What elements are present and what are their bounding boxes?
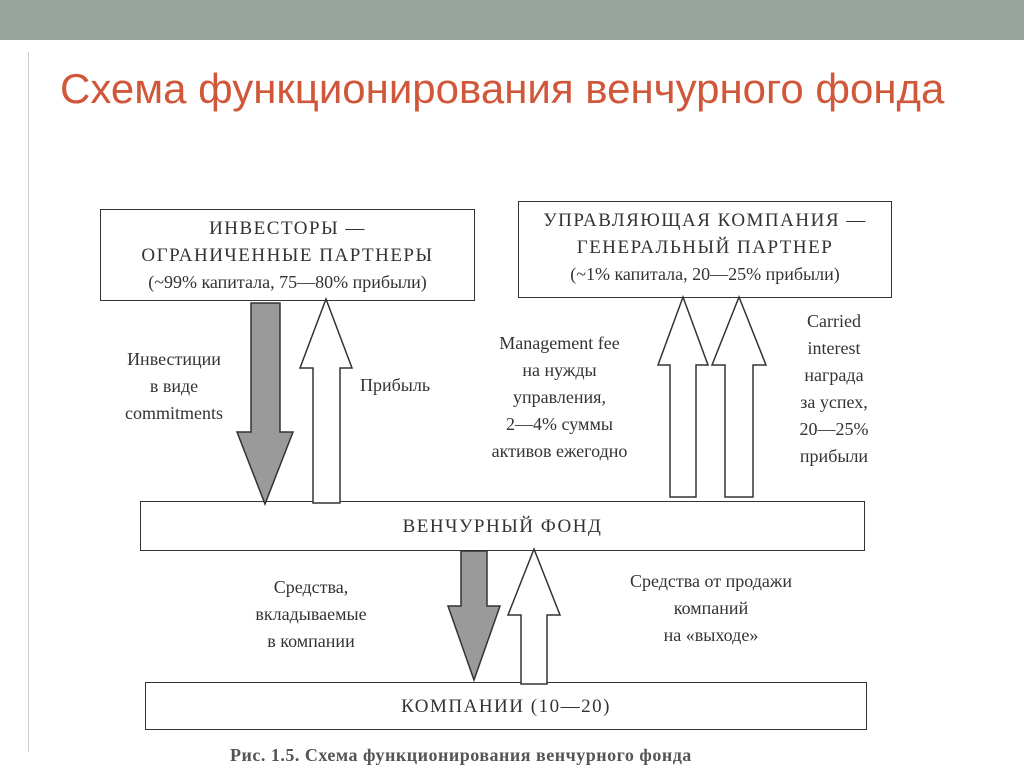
- venture-fund-box: ВЕНЧУРНЫЙ ФОНД: [140, 501, 865, 551]
- management-line-1: УПРАВЛЯЮЩАЯ КОМПАНИЯ —: [543, 210, 867, 231]
- management-fee-label: Management fee на нужды управления, 2—4%…: [491, 333, 628, 461]
- profit-arrow: [298, 296, 354, 504]
- investors-box: ИНВЕСТОРЫ — ОГРАНИЧЕННЫЕ ПАРТНЕРЫ (~99% …: [100, 209, 475, 301]
- management-line-3: (~1% капитала, 20—25% прибыли): [570, 264, 840, 284]
- carried-interest-label: Carried interest награда за успех, 20—25…: [799, 311, 869, 466]
- investors-line-1: ИНВЕСТОРЫ —: [209, 218, 366, 239]
- companies-box: КОМПАНИИ (10—20): [145, 682, 867, 730]
- companies-label: КОМПАНИИ (10—20): [401, 695, 611, 717]
- management-fee-arrow: [656, 294, 710, 498]
- funds-invested-label: Средства, вкладываемые в компании: [255, 577, 367, 651]
- management-company-box: УПРАВЛЯЮЩАЯ КОМПАНИЯ — ГЕНЕРАЛЬНЫЙ ПАРТН…: [518, 201, 892, 298]
- exit-proceeds-arrow: [506, 546, 562, 685]
- carried-interest-arrow: [710, 294, 768, 498]
- funds-invested-arrow: [446, 550, 502, 683]
- investors-line-3: (~99% капитала, 75—80% прибыли): [148, 272, 427, 292]
- investments-label: Инвестиции в виде commitments: [125, 349, 223, 423]
- figure-caption: Рис. 1.5. Схема функционирования венчурн…: [230, 742, 790, 767]
- venture-fund-label: ВЕНЧУРНЫЙ ФОНД: [402, 515, 603, 537]
- slide-title: Схема функционирования венчурного фонда: [60, 65, 945, 112]
- investment-arrow: [235, 302, 295, 507]
- profit-label: Прибыль: [360, 375, 431, 395]
- investors-line-2: ОГРАНИЧЕННЫЕ ПАРТНЕРЫ: [141, 245, 434, 266]
- exit-proceeds-label: Средства от продажи компаний на «выходе»: [630, 571, 792, 645]
- management-line-2: ГЕНЕРАЛЬНЫЙ ПАРТНЕР: [576, 237, 834, 258]
- figure-caption-text: Рис. 1.5. Схема функционирования венчурн…: [230, 745, 692, 765]
- left-rule: [28, 52, 29, 752]
- top-bar: [0, 0, 1024, 40]
